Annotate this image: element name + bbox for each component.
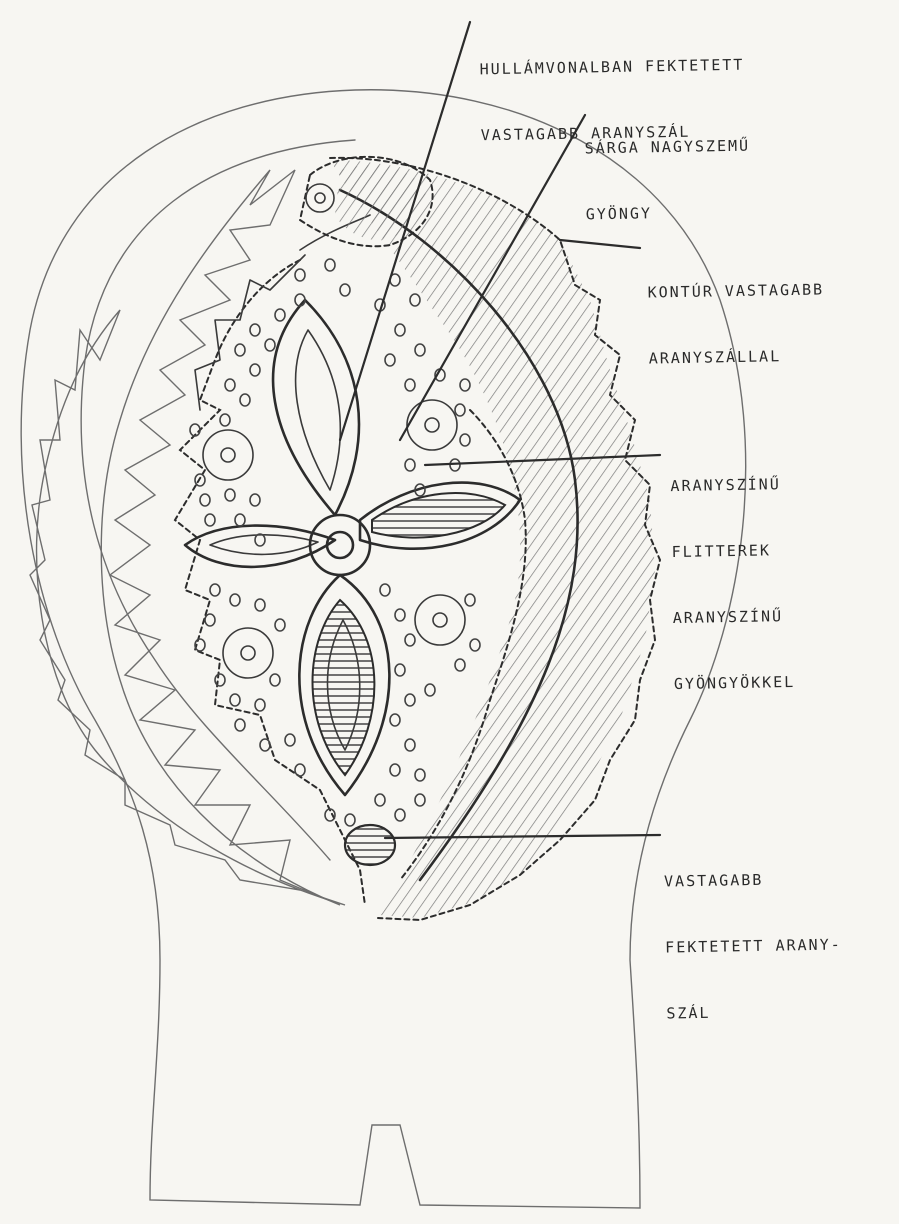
annotation-line: VASTAGABB bbox=[664, 867, 841, 892]
sequin-dot bbox=[395, 324, 405, 336]
sequin-dot bbox=[200, 494, 210, 506]
sequin-dot bbox=[285, 734, 295, 746]
sequin-dot bbox=[275, 309, 285, 321]
flower-center-inner bbox=[327, 532, 353, 558]
sequin-dot bbox=[210, 584, 220, 596]
sequin-dot bbox=[340, 284, 350, 296]
annotation-line: ARANYSZÁLLAL bbox=[649, 344, 826, 369]
sequin-dot bbox=[390, 764, 400, 776]
annotation-line: GYÖNGY bbox=[586, 201, 752, 226]
sequin-dot bbox=[395, 809, 405, 821]
flower-center-outer bbox=[310, 515, 370, 575]
sequin-dot bbox=[405, 739, 415, 751]
sequin-dot bbox=[405, 459, 415, 471]
sequin-dot bbox=[275, 619, 285, 631]
sequin-dot bbox=[215, 674, 225, 686]
annotation-line: SZÁL bbox=[666, 999, 843, 1024]
right-feather-fill bbox=[330, 160, 655, 918]
sequin-dot bbox=[455, 659, 465, 671]
annotation-line: KONTÚR VASTAGABB bbox=[647, 278, 824, 303]
sequin-dot bbox=[255, 699, 265, 711]
sequin-dot bbox=[410, 294, 420, 306]
sequin-dot bbox=[405, 694, 415, 706]
sequin-dot bbox=[205, 614, 215, 626]
sequin-dot bbox=[325, 259, 335, 271]
sequin-dot bbox=[345, 814, 355, 826]
sequin-dot bbox=[450, 459, 460, 471]
sequin-dot bbox=[250, 364, 260, 376]
sequin-dot bbox=[205, 514, 215, 526]
sequin-dot bbox=[415, 769, 425, 781]
annotation-line: FLITTEREK bbox=[671, 539, 793, 563]
top-ring bbox=[306, 184, 334, 212]
sequin-dot bbox=[230, 594, 240, 606]
sequin-dot bbox=[295, 269, 305, 281]
sequin-dot bbox=[220, 414, 230, 426]
sequin-dot bbox=[230, 694, 240, 706]
annotation-line: GYÖNGYÖKKEL bbox=[674, 671, 796, 695]
annotation-line: ARANYSZÍNŰ bbox=[673, 605, 795, 629]
sequin-dot bbox=[415, 794, 425, 806]
sequin-dot bbox=[455, 404, 465, 416]
sequin-dot bbox=[460, 379, 470, 391]
sequin-dot bbox=[385, 354, 395, 366]
sequin-dot bbox=[405, 634, 415, 646]
sequin-dot bbox=[270, 674, 280, 686]
annotation-yellow-beads: SÁRGA NAGYSZEMŰ GYÖNGY bbox=[584, 91, 752, 248]
annotation-contour: KONTÚR VASTAGABB ARANYSZÁLLAL bbox=[647, 234, 826, 391]
annotation-gold-sequins: ARANYSZÍNŰ FLITTEREK ARANYSZÍNŰ GYÖNGYÖK… bbox=[670, 429, 796, 717]
petal-top-inner bbox=[296, 330, 341, 490]
sequin-dot bbox=[225, 489, 235, 501]
petal-top-outer bbox=[273, 300, 359, 515]
sequin-dot bbox=[260, 739, 270, 751]
sequin-dot bbox=[255, 599, 265, 611]
sequin-dot bbox=[390, 714, 400, 726]
top-ring-center bbox=[315, 193, 325, 203]
bead-field-contour bbox=[175, 260, 365, 905]
annotation-laid-thread: VASTAGABB FEKTETETT ARANY- SZÁL bbox=[663, 823, 843, 1046]
sequin-dot bbox=[265, 339, 275, 351]
sequin-dot bbox=[225, 379, 235, 391]
sequin-dot bbox=[425, 684, 435, 696]
sequin-dot bbox=[235, 514, 245, 526]
sequin-dot bbox=[465, 594, 475, 606]
sequin-dot bbox=[250, 494, 260, 506]
annotation-line: ARANYSZÍNŰ bbox=[670, 473, 792, 497]
annotation-line: HULLÁMVONALBAN FEKTETETT bbox=[479, 54, 744, 81]
sequin-dot bbox=[255, 534, 265, 546]
sequin-dot bbox=[395, 609, 405, 621]
sequin-dot bbox=[395, 664, 405, 676]
bonnet-inner-rim bbox=[81, 140, 355, 860]
sequin-dot bbox=[375, 794, 385, 806]
sequin-dot bbox=[235, 719, 245, 731]
sequin-dot bbox=[235, 344, 245, 356]
sequin-dot bbox=[250, 324, 260, 336]
sequin-dot bbox=[470, 639, 480, 651]
annotation-line: FEKTETETT ARANY- bbox=[665, 933, 842, 958]
bead-field-flame bbox=[195, 215, 370, 410]
sequin-dot bbox=[295, 764, 305, 776]
sequin-dot bbox=[405, 379, 415, 391]
sequin-dot bbox=[240, 394, 250, 406]
laid-thread-oval bbox=[345, 825, 395, 865]
annotation-line: SÁRGA NAGYSZEMŰ bbox=[584, 135, 750, 160]
sequin-dot bbox=[380, 584, 390, 596]
outer-left-feather bbox=[30, 310, 345, 905]
sequin-dot bbox=[415, 344, 425, 356]
sequin-dot bbox=[460, 434, 470, 446]
